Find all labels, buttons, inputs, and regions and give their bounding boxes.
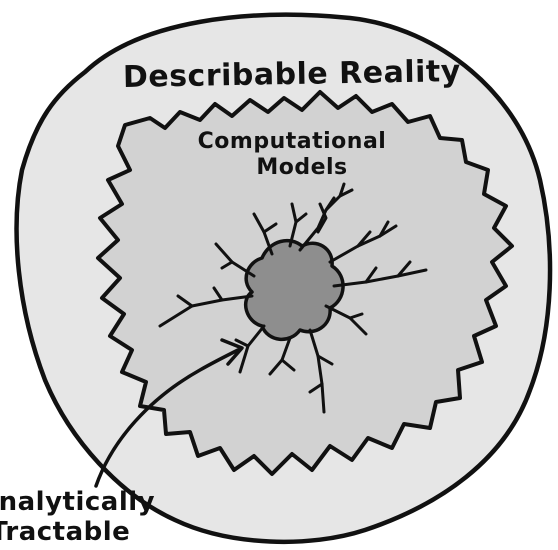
middle-region-label-line2: Models (256, 155, 347, 180)
core-region-label-line2: Tractable (0, 517, 130, 547)
core-region-label-line1: Analytically (0, 487, 155, 517)
outer-region-label: Describable Reality (123, 54, 461, 95)
middle-region-label-line1: Computational (198, 129, 387, 154)
